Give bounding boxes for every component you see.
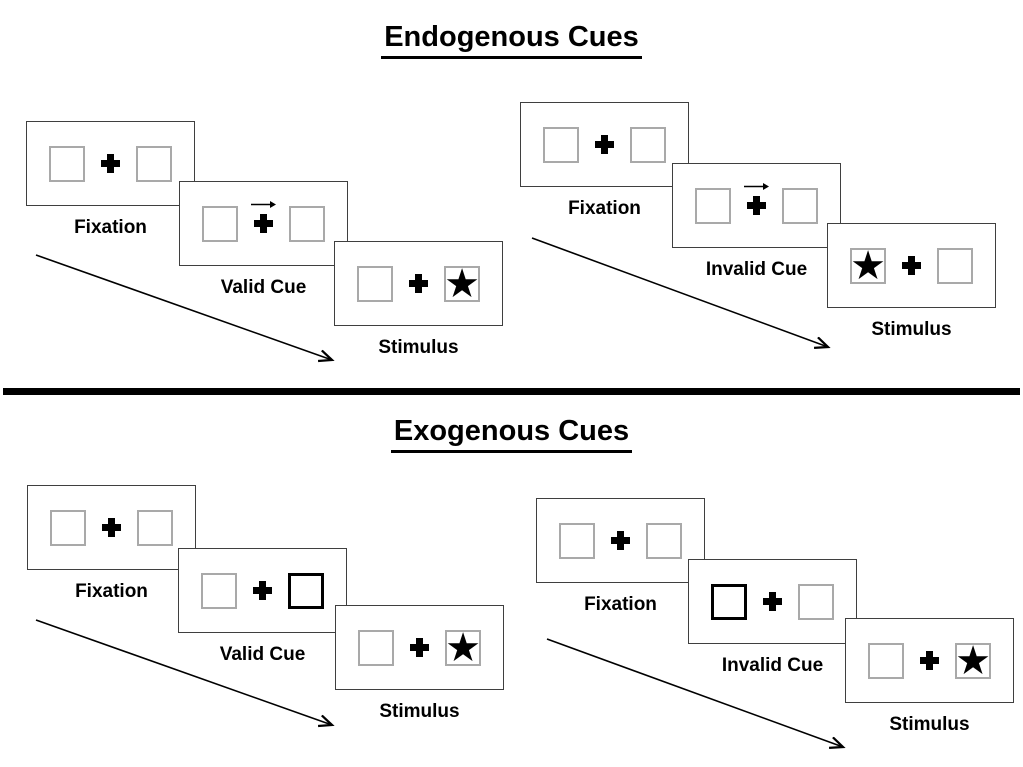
left-box bbox=[49, 145, 85, 182]
fixation-cross-icon bbox=[595, 135, 614, 154]
panel-valid-cue: Valid Cue bbox=[179, 181, 348, 307]
timeline-arrow bbox=[35, 254, 350, 374]
star-icon: ★ bbox=[445, 625, 481, 670]
panel-invalid-cue: Invalid Cue bbox=[672, 163, 841, 289]
fixation-cross-icon bbox=[611, 531, 630, 550]
panel-fixation: Fixation bbox=[26, 121, 195, 247]
right-box bbox=[937, 247, 973, 284]
left-box bbox=[695, 187, 731, 224]
panel-label: Fixation bbox=[74, 217, 147, 238]
left-box bbox=[50, 509, 86, 546]
star-target-box: ★ bbox=[444, 261, 480, 306]
timeline-arrow bbox=[546, 638, 861, 758]
panel-label: Fixation bbox=[568, 198, 641, 219]
right-box bbox=[782, 187, 818, 224]
panel-fixation: Fixation bbox=[520, 102, 689, 228]
panel-label: Stimulus bbox=[379, 701, 460, 722]
panel-label: Stimulus bbox=[378, 337, 459, 358]
center-symbols bbox=[595, 135, 614, 154]
screen: ★ bbox=[334, 241, 503, 326]
star-target-box: ★ bbox=[850, 243, 886, 288]
panel-stimulus: ★ Stimulus bbox=[827, 223, 996, 349]
left-box bbox=[559, 522, 595, 559]
fixation-cross-icon bbox=[254, 214, 273, 233]
right-arrow-cue-icon bbox=[743, 183, 769, 190]
screen bbox=[672, 163, 841, 248]
panel-fixation: Fixation bbox=[27, 485, 196, 611]
screen bbox=[179, 181, 348, 266]
timeline-arrow bbox=[35, 619, 350, 739]
screen: ★ bbox=[335, 605, 504, 690]
section-title-text: Endogenous Cues bbox=[381, 21, 642, 59]
panel-invalid-cue: Invalid Cue bbox=[688, 559, 857, 685]
center-symbols bbox=[101, 154, 120, 173]
screen bbox=[26, 121, 195, 206]
right-box bbox=[289, 205, 325, 242]
screen bbox=[27, 485, 196, 570]
star-icon: ★ bbox=[444, 261, 480, 306]
screen: ★ bbox=[827, 223, 996, 308]
panel-label: Invalid Cue bbox=[721, 655, 824, 676]
fixation-cross-icon bbox=[253, 581, 272, 600]
section-title-endogenous: Endogenous Cues bbox=[0, 21, 1023, 59]
left-box bbox=[358, 629, 394, 666]
fixation-cross-icon bbox=[409, 274, 428, 293]
star-icon: ★ bbox=[955, 638, 991, 683]
center-symbols bbox=[409, 274, 428, 293]
star-target-box: ★ bbox=[955, 638, 991, 683]
left-box bbox=[543, 126, 579, 163]
panel-label: Fixation bbox=[75, 581, 148, 602]
fixation-cross-icon bbox=[747, 196, 766, 215]
panel-label: Valid Cue bbox=[219, 644, 306, 665]
section-title-text: Exogenous Cues bbox=[390, 415, 633, 453]
star-icon: ★ bbox=[850, 243, 886, 288]
screen bbox=[688, 559, 857, 644]
screen: ★ bbox=[845, 618, 1014, 703]
center-symbols bbox=[902, 256, 921, 275]
panel-label: Stimulus bbox=[871, 319, 952, 340]
center-symbols bbox=[250, 201, 276, 233]
center-symbols bbox=[611, 531, 630, 550]
right-box bbox=[798, 583, 834, 620]
panel-label: Valid Cue bbox=[220, 277, 307, 298]
right-box bbox=[630, 126, 666, 163]
fixation-cross-icon bbox=[763, 592, 782, 611]
center-symbols bbox=[410, 638, 429, 657]
center-symbols bbox=[102, 518, 121, 537]
highlighted-cue-box bbox=[288, 572, 324, 609]
panel-label: Invalid Cue bbox=[705, 259, 808, 280]
fixation-cross-icon bbox=[101, 154, 120, 173]
timeline-arrow bbox=[531, 237, 846, 357]
section-divider bbox=[3, 388, 1020, 395]
right-box bbox=[646, 522, 682, 559]
panel-stimulus: ★ Stimulus bbox=[845, 618, 1014, 744]
panel-label: Fixation bbox=[584, 594, 657, 615]
fixation-cross-icon bbox=[902, 256, 921, 275]
panel-valid-cue: Valid Cue bbox=[178, 548, 347, 674]
right-box bbox=[136, 145, 172, 182]
star-target-box: ★ bbox=[445, 625, 481, 670]
screen bbox=[536, 498, 705, 583]
right-box bbox=[137, 509, 173, 546]
right-arrow-cue-icon bbox=[250, 201, 276, 208]
center-symbols bbox=[920, 651, 939, 670]
center-symbols bbox=[763, 592, 782, 611]
fixation-cross-icon bbox=[920, 651, 939, 670]
center-symbols bbox=[743, 183, 769, 215]
panel-label: Stimulus bbox=[889, 714, 970, 735]
screen bbox=[178, 548, 347, 633]
left-box bbox=[357, 265, 393, 302]
screen bbox=[520, 102, 689, 187]
left-box bbox=[868, 642, 904, 679]
panel-fixation: Fixation bbox=[536, 498, 705, 624]
highlighted-cue-box bbox=[711, 583, 747, 620]
left-box bbox=[202, 205, 238, 242]
fixation-cross-icon bbox=[102, 518, 121, 537]
left-box bbox=[201, 572, 237, 609]
section-title-exogenous: Exogenous Cues bbox=[0, 415, 1023, 453]
panel-stimulus: ★ Stimulus bbox=[334, 241, 503, 367]
fixation-cross-icon bbox=[410, 638, 429, 657]
center-symbols bbox=[253, 581, 272, 600]
panel-stimulus: ★ Stimulus bbox=[335, 605, 504, 731]
